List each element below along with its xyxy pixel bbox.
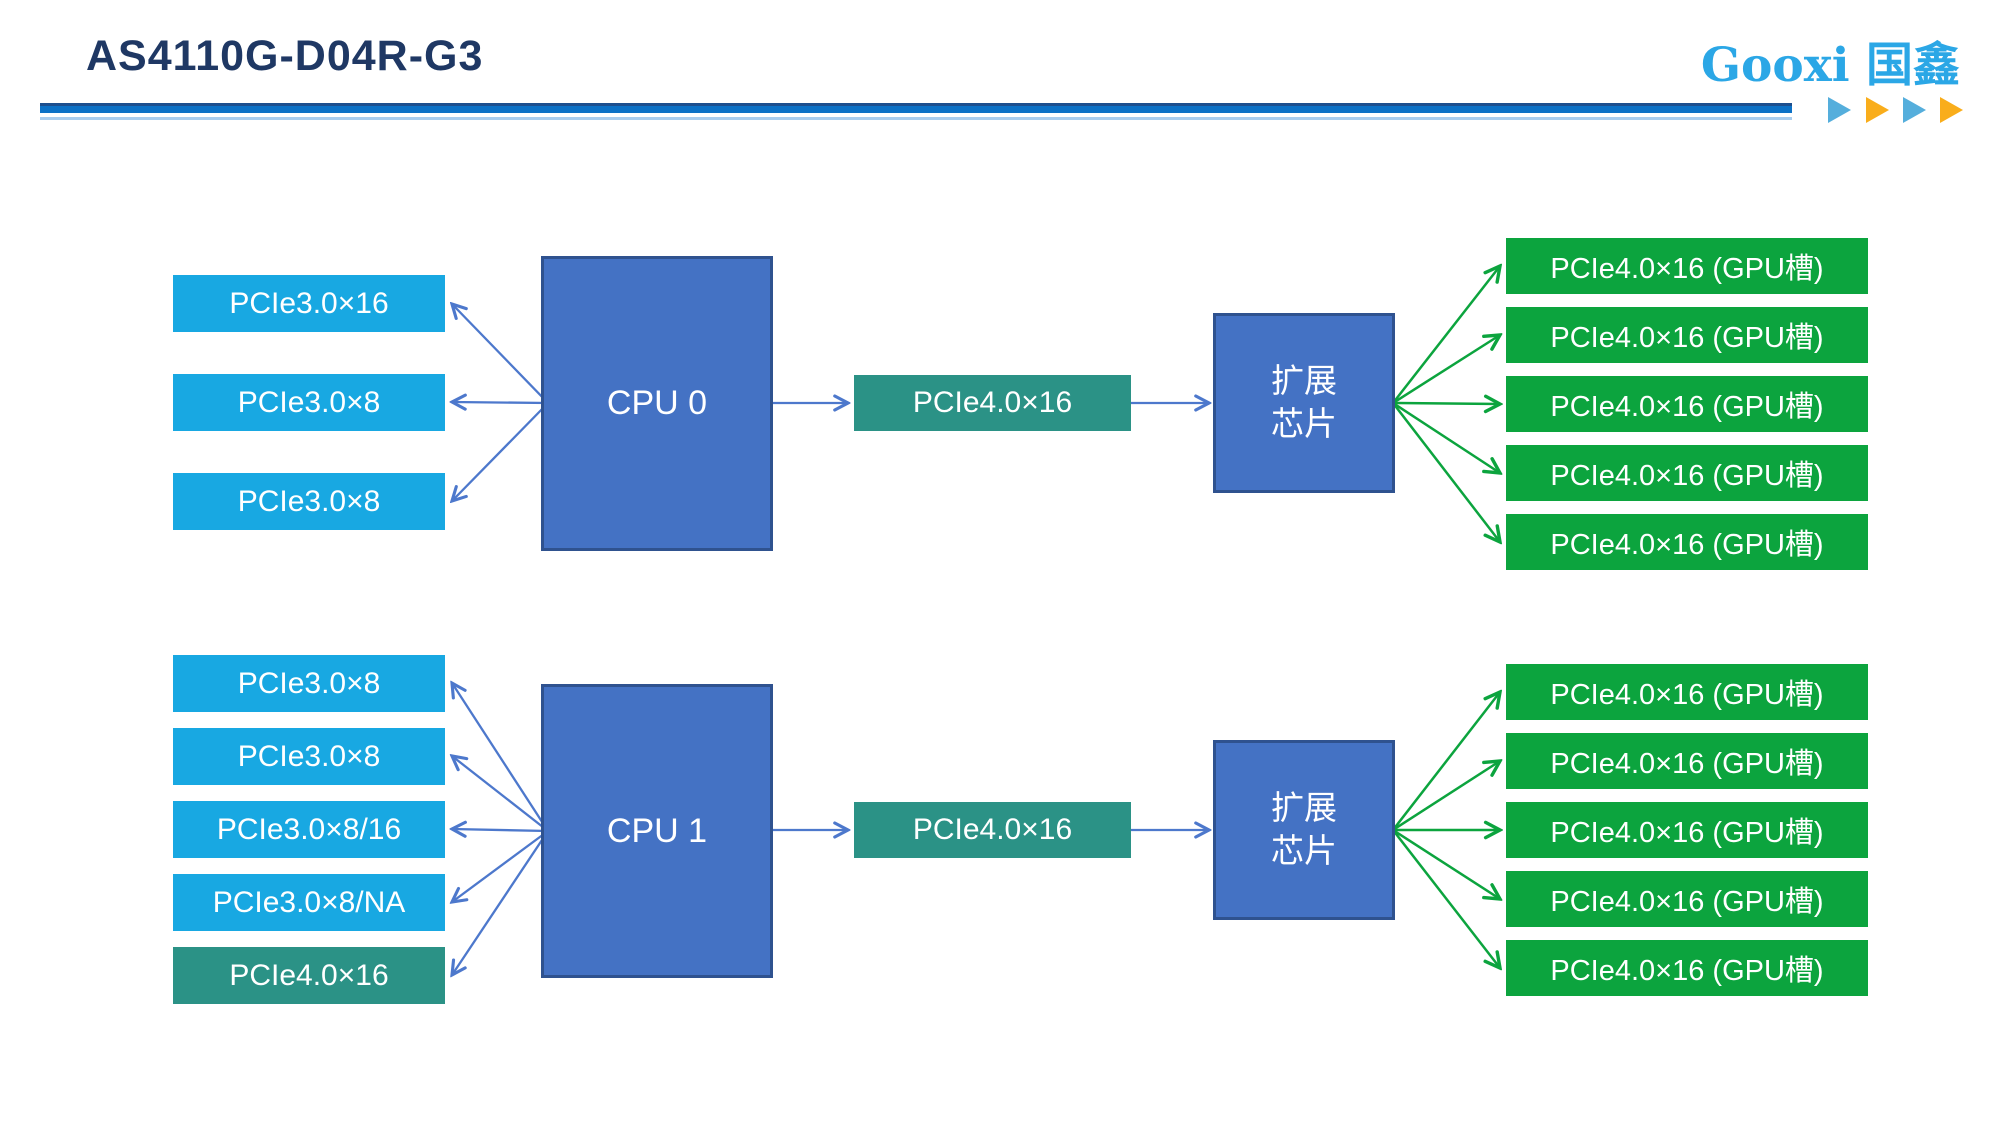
expander-chip-label-line2: 芯片 — [1271, 405, 1337, 442]
pcie-link-node: PCIe4.0×16 — [854, 375, 1131, 431]
pcie-slot-node: PCIe4.0×16 — [173, 947, 445, 1004]
gpu-slot-node: PCIe4.0×16 (GPU槽) — [1506, 871, 1868, 927]
decor-triangle-icon — [1828, 97, 1851, 123]
expander-chip-block: 扩展 芯片 — [1213, 313, 1395, 493]
blue-arrows — [452, 304, 1209, 975]
pcie-slot-node: PCIe3.0×8/NA — [173, 874, 445, 931]
expander-chip-label-line1: 扩展 — [1271, 362, 1337, 400]
gpu-slot-node: PCIe4.0×16 (GPU槽) — [1506, 376, 1868, 432]
expander-chip-label-line1: 扩展 — [1271, 789, 1337, 827]
decor-triangle-icon — [1866, 97, 1889, 123]
gpu-slot-node: PCIe4.0×16 (GPU槽) — [1506, 238, 1868, 294]
pcie-slot-node: PCIe3.0×16 — [173, 275, 445, 332]
gpu-slot-node: PCIe4.0×16 (GPU槽) — [1506, 445, 1868, 501]
gpu-slot-node: PCIe4.0×16 (GPU槽) — [1506, 514, 1868, 570]
expander-chip-block: 扩展 芯片 — [1213, 740, 1395, 920]
pcie-slot-node: PCIe3.0×8 — [173, 374, 445, 431]
green-arrows — [1392, 266, 1500, 968]
pcie-slot-node: PCIe3.0×8 — [173, 728, 445, 785]
cpu0-block: CPU 0 — [541, 256, 773, 551]
divider-line — [40, 103, 1792, 113]
decor-triangle-icon — [1903, 97, 1926, 123]
divider-underline — [40, 117, 1792, 120]
gooxi-logo: Gooxi 国鑫 — [1700, 38, 1960, 93]
gpu-slot-node: PCIe4.0×16 (GPU槽) — [1506, 733, 1868, 789]
pcie-slot-node: PCIe3.0×8 — [173, 655, 445, 712]
pcie-link-node: PCIe4.0×16 — [854, 802, 1131, 858]
gpu-slot-node: PCIe4.0×16 (GPU槽) — [1506, 802, 1868, 858]
expander-chip-label-line2: 芯片 — [1271, 832, 1337, 869]
gpu-slot-node: PCIe4.0×16 (GPU槽) — [1506, 307, 1868, 363]
gpu-slot-node: PCIe4.0×16 (GPU槽) — [1506, 664, 1868, 720]
page-title: AS4110G-D04R-G3 — [86, 32, 484, 80]
decor-triangle-icon — [1940, 97, 1963, 123]
pcie-slot-node: PCIe3.0×8/16 — [173, 801, 445, 858]
pcie-slot-node: PCIe3.0×8 — [173, 473, 445, 530]
gpu-slot-node: PCIe4.0×16 (GPU槽) — [1506, 940, 1868, 996]
cpu1-block: CPU 1 — [541, 684, 773, 978]
